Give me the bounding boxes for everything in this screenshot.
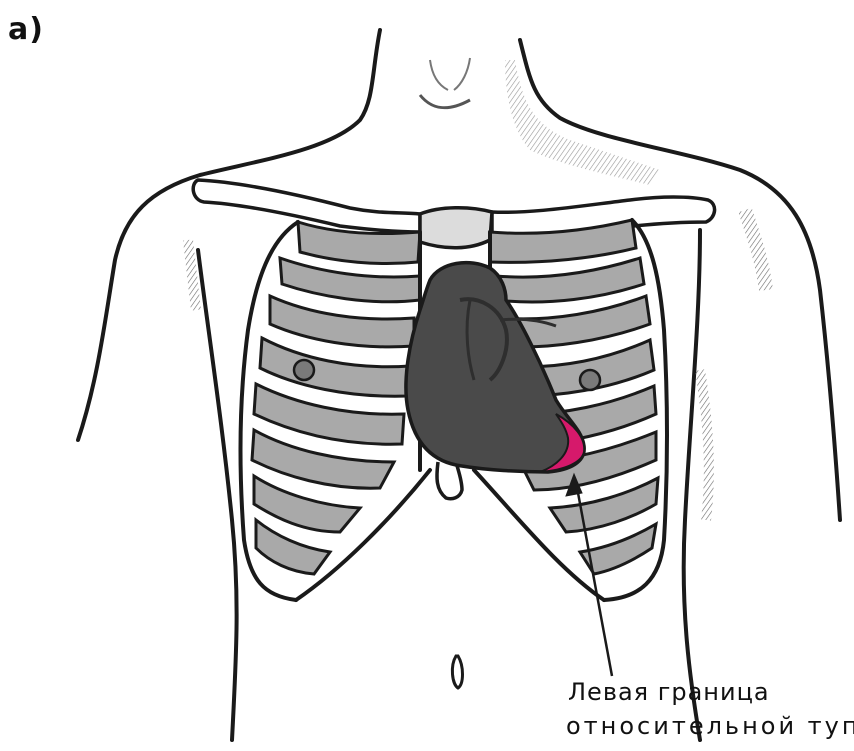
panel-label: а) [8,12,44,47]
navel [452,656,462,688]
callout-label-line-1: Левая граница [568,678,770,706]
callout-label-line-2: относительной туп [566,712,854,740]
